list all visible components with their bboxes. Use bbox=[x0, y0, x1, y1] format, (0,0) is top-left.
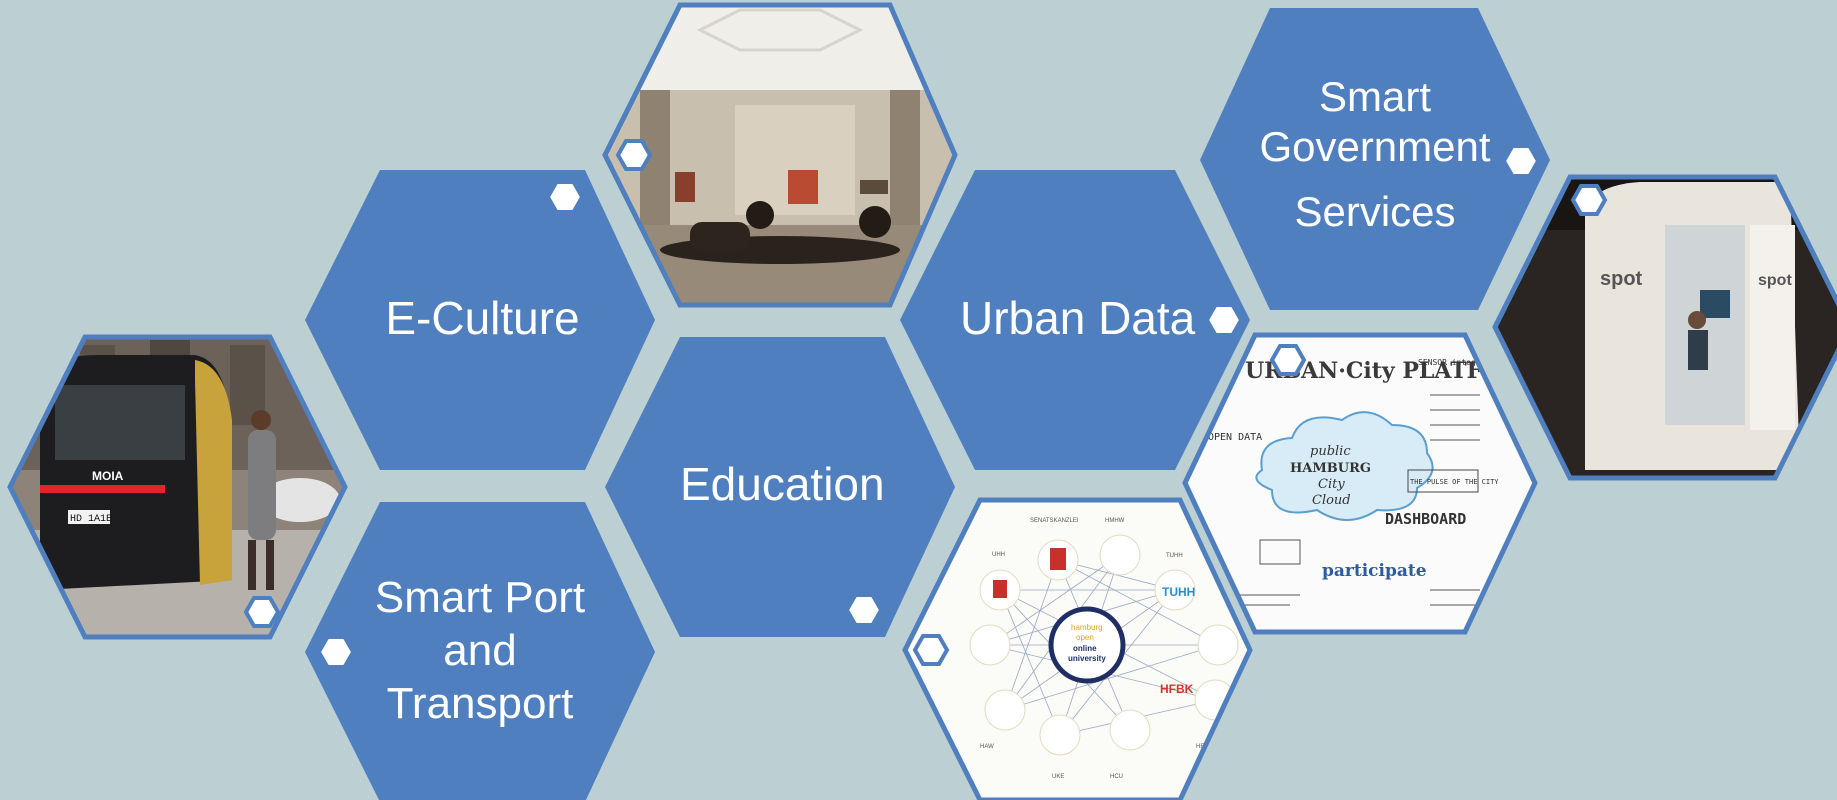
hex-e-culture[interactable] bbox=[305, 170, 655, 470]
smart-port-line-1: Smart Port bbox=[374, 573, 586, 622]
urban-data-text: Urban Data bbox=[960, 292, 1196, 344]
small-hex-dot bbox=[846, 595, 882, 625]
uni-node-label: HCU bbox=[1110, 774, 1123, 780]
node-logo-tuhh: TUHH bbox=[1162, 585, 1195, 599]
urban-data-label: Urban Data bbox=[960, 292, 1196, 345]
uni-node-label: UKE bbox=[1052, 774, 1064, 780]
smart-government-line-3: Services bbox=[1294, 187, 1456, 235]
moia-badge: MOIA bbox=[92, 469, 124, 483]
uni-node-label: HAW bbox=[980, 744, 994, 750]
smart-government-label: Smart Government Services bbox=[1255, 72, 1495, 237]
uni-center-3: online bbox=[1073, 644, 1097, 653]
moia-plate: HD 1A1E bbox=[70, 514, 112, 525]
smart-government-line-1: Smart bbox=[1318, 73, 1431, 120]
spot-logo-left: spot bbox=[1600, 268, 1643, 290]
cloud-line-2: HAMBURG bbox=[1290, 461, 1371, 476]
note-pulse: THE PULSE OF THE CITY bbox=[1410, 478, 1499, 486]
spot-booth-image: spot spot bbox=[1495, 177, 1837, 478]
uni-center-1: hamburg bbox=[1071, 623, 1103, 632]
small-hex-dot bbox=[243, 596, 281, 628]
hex-education[interactable] bbox=[605, 337, 955, 637]
education-label: Education bbox=[680, 458, 885, 511]
note-sensor: SENSOR integration bbox=[1418, 358, 1505, 367]
moia-van-image: MOIA HD 1A1E bbox=[10, 337, 345, 637]
smart-port-label: Smart Port and Transport bbox=[370, 572, 590, 730]
hex-smart-port[interactable] bbox=[305, 502, 655, 800]
small-hex-dot bbox=[1503, 146, 1539, 176]
cloud-line-4: Cloud bbox=[1312, 493, 1351, 508]
note-open-data: OPEN DATA bbox=[1208, 432, 1262, 443]
e-culture-label: E-Culture bbox=[380, 292, 585, 345]
e-culture-text: E-Culture bbox=[385, 292, 580, 344]
uni-node-label: UHH bbox=[992, 552, 1005, 558]
uni-node-label: TUHH bbox=[1166, 553, 1183, 559]
small-hex-dot bbox=[615, 139, 653, 171]
small-hex-dot bbox=[912, 634, 950, 666]
uni-center-4: university bbox=[1068, 654, 1106, 663]
smart-port-line-2: and bbox=[443, 625, 517, 675]
uni-node-label: HMHW bbox=[1105, 518, 1125, 524]
note-participate: participate bbox=[1322, 561, 1427, 581]
small-hex-dot bbox=[547, 182, 583, 212]
small-hex-dot bbox=[318, 637, 354, 667]
cloud-line-3: City bbox=[1318, 477, 1345, 492]
small-hex-dot bbox=[1570, 184, 1608, 216]
hex-urban-data[interactable] bbox=[900, 170, 1250, 470]
node-logo-hfbk: HFBK bbox=[1160, 682, 1194, 696]
spot-logo-right: spot bbox=[1758, 272, 1792, 289]
city-platform-image: URBAN·City PLATFORM public HAMBURG City … bbox=[1185, 335, 1535, 632]
education-text: Education bbox=[680, 458, 885, 510]
note-dashboard: DASHBOARD bbox=[1385, 510, 1466, 528]
university-network-image: TUHH HFBK hamburg open online university… bbox=[905, 500, 1250, 800]
small-hex-dot bbox=[1206, 305, 1242, 335]
uni-center-2: open bbox=[1076, 633, 1094, 642]
hex-dots bbox=[243, 139, 1608, 667]
hex-smart-government[interactable] bbox=[1200, 8, 1550, 310]
smart-port-line-3: Transport bbox=[386, 678, 574, 728]
cloud-line-1: public bbox=[1310, 444, 1351, 459]
small-hex-dot bbox=[1269, 344, 1307, 376]
uni-node-label: SENATSKANZLEI bbox=[1030, 518, 1079, 524]
smart-government-line-2: Government bbox=[1259, 123, 1491, 171]
